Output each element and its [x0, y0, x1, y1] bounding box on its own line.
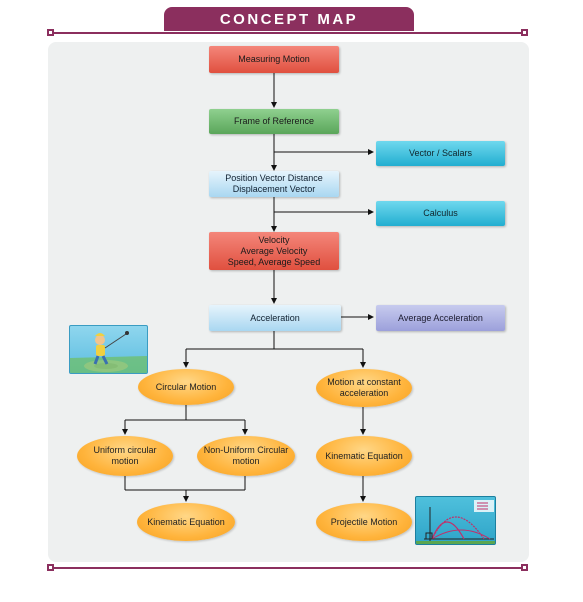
node-kinematic-equation-right-label: Kinematic Equation — [325, 450, 403, 461]
node-calculus: Calculus — [376, 201, 505, 226]
node-circular-motion: Circular Motion — [138, 369, 234, 405]
frame-corner-bottom-right — [521, 564, 528, 571]
frame-bottom-line — [50, 567, 525, 569]
node-kinematic-equation-left-label: Kinematic Equation — [147, 516, 225, 527]
node-position-vector-label: Position Vector Distance Displacement Ve… — [225, 173, 323, 194]
node-frame-of-reference: Frame of Reference — [209, 109, 339, 134]
node-acceleration: Acceleration — [209, 305, 341, 331]
hammer-thrower-illustration — [69, 325, 148, 374]
node-average-acceleration-label: Average Acceleration — [398, 312, 483, 323]
node-kinematic-equation-left: Kinematic Equation — [137, 503, 235, 541]
node-circular-motion-label: Circular Motion — [155, 381, 217, 392]
node-average-acceleration: Average Acceleration — [376, 305, 505, 331]
node-calculus-label: Calculus — [423, 208, 458, 218]
node-uniform-circular: Uniform circular motion — [77, 436, 173, 476]
node-constant-acceleration: Motion at constant acceleration — [316, 369, 412, 407]
node-constant-acceleration-label: Motion at constant acceleration — [327, 377, 401, 398]
frame-corner-top-right — [521, 29, 528, 36]
frame-top-line — [50, 32, 525, 34]
projectile-trajectory-illustration — [415, 496, 496, 545]
node-kinematic-equation-right: Kinematic Equation — [316, 436, 412, 476]
node-velocity-label: Velocity Average Velocity Speed, Average… — [227, 234, 321, 267]
node-measuring-motion-label: Measuring Motion — [238, 54, 310, 64]
node-vector-scalars-label: Vector / Scalars — [408, 148, 473, 158]
node-vector-scalars: Vector / Scalars — [376, 141, 505, 166]
node-projectile-motion: Projectile Motion — [316, 503, 412, 541]
node-uniform-circular-label: Uniform circular motion — [93, 445, 157, 466]
node-velocity: Velocity Average Velocity Speed, Average… — [209, 232, 339, 270]
node-acceleration-label: Acceleration — [250, 312, 300, 323]
node-measuring-motion: Measuring Motion — [209, 46, 339, 73]
node-non-uniform-circular: Non-Uniform Circular motion — [197, 436, 295, 476]
concept-map-title: CONCEPT MAP — [164, 7, 414, 31]
node-non-uniform-circular-label: Non-Uniform Circular motion — [203, 445, 289, 466]
node-projectile-motion-label: Projectile Motion — [330, 516, 398, 527]
frame-corner-top-left — [47, 29, 54, 36]
node-frame-of-reference-label: Frame of Reference — [233, 116, 315, 126]
frame-corner-bottom-left — [47, 564, 54, 571]
node-position-vector: Position Vector Distance Displacement Ve… — [209, 171, 339, 197]
